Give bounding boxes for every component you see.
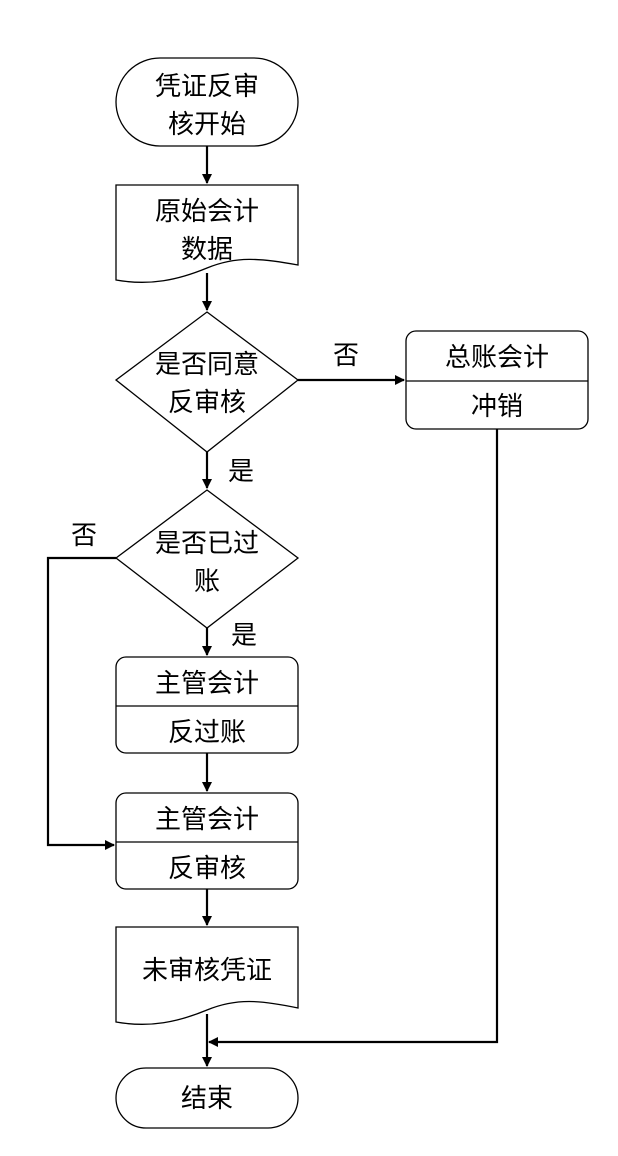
decision-posted-node: 是否已过 账 bbox=[114, 489, 300, 629]
gl-reverse-action: 冲销 bbox=[471, 392, 523, 422]
supervisor-unaudit-role: 主管会计 bbox=[155, 805, 259, 835]
label-agree-no: 否 bbox=[333, 341, 359, 371]
start-label-line2: 核开始 bbox=[168, 110, 246, 140]
end-label: 结束 bbox=[181, 1084, 233, 1114]
original-data-node: 原始会计 数据 bbox=[115, 184, 299, 283]
edge-gl-to-end bbox=[208, 429, 499, 1047]
edges bbox=[46, 146, 499, 1067]
supervisor-unpost-action: 反过账 bbox=[168, 718, 246, 748]
decision-posted-label-line1: 是否已过 bbox=[155, 529, 259, 559]
label-posted-no: 否 bbox=[71, 521, 97, 551]
unaudited-voucher-label: 未审核凭证 bbox=[142, 956, 272, 986]
supervisor-unpost-node: 主管会计 反过账 bbox=[115, 656, 299, 754]
original-data-label-line1: 原始会计 bbox=[155, 197, 259, 227]
start-label-line1: 凭证反审 bbox=[155, 72, 259, 102]
gl-reverse-role: 总账会计 bbox=[445, 343, 549, 373]
supervisor-unaudit-node: 主管会计 反审核 bbox=[115, 792, 299, 890]
decision-posted-label-line2: 账 bbox=[194, 567, 220, 597]
end-node: 结束 bbox=[115, 1067, 299, 1129]
start-node: 凭证反审 核开始 bbox=[115, 57, 299, 147]
edge-posted-no-to-unaudit bbox=[46, 556, 116, 850]
decision-agree-label-line1: 是否同意 bbox=[155, 350, 259, 380]
original-data-label-line2: 数据 bbox=[181, 235, 233, 265]
gl-reverse-node: 总账会计 冲销 bbox=[405, 330, 589, 430]
decision-agree-label-line2: 反审核 bbox=[168, 388, 246, 418]
label-agree-yes: 是 bbox=[228, 457, 254, 487]
unaudited-voucher-node: 未审核凭证 bbox=[115, 926, 299, 1025]
supervisor-unpost-role: 主管会计 bbox=[155, 669, 259, 699]
decision-agree-node: 是否同意 反审核 bbox=[114, 311, 300, 453]
label-posted-yes: 是 bbox=[231, 621, 257, 651]
supervisor-unaudit-action: 反审核 bbox=[168, 854, 246, 884]
